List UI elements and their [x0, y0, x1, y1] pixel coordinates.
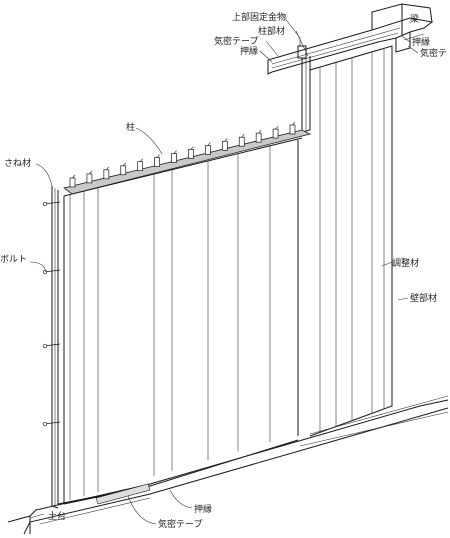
pillar-stud-cap	[258, 129, 262, 134]
pillar-stud-cap	[123, 162, 126, 166]
label-pillar-member: 柱部材	[258, 25, 285, 37]
label-batten-top-right: 押縁	[412, 36, 430, 48]
pillar-stud-cap	[241, 134, 245, 138]
pillar-stud	[171, 153, 177, 163]
label-wall-member: 壁部材	[410, 292, 437, 304]
label-airtight-top-right: 気密テ	[420, 47, 447, 59]
pillar-stud	[137, 161, 144, 172]
bolt-head	[42, 269, 48, 275]
bolt-head	[42, 343, 48, 349]
pillar-stud	[188, 149, 194, 159]
label-bolt: ボルト	[0, 254, 27, 265]
pillar-stud-cap	[275, 125, 279, 130]
pillar-stud-cap	[173, 150, 177, 154]
pillar-stud-cap	[139, 158, 143, 162]
label-tongue-member: さね材	[4, 157, 31, 169]
lower-wall-panel	[57, 140, 299, 505]
pillar-row	[63, 121, 312, 197]
pillar-stud-cap	[106, 166, 110, 171]
pillar-stud	[289, 124, 296, 135]
pillar-stud	[221, 140, 228, 151]
pillar-stud	[205, 145, 211, 155]
sill-foundation	[7, 395, 449, 535]
pillar-stud	[103, 169, 110, 180]
bolt-head	[42, 421, 48, 427]
label-beam: 梁	[410, 13, 419, 25]
pillar-stud	[120, 165, 127, 176]
pillar-stud-cap	[72, 174, 76, 179]
pillar-stud	[69, 177, 76, 188]
pillar-stud-cap	[207, 142, 211, 146]
pillar-stud	[238, 136, 245, 147]
pillar-stud-cap	[224, 138, 228, 142]
label-airtight-tape-top: 気密テープ	[214, 35, 258, 47]
annotations: 上部固定金物 柱部材 気密テープ 押縁 梁 押縁 気密テ 柱 さね材 ボルト 調…	[0, 11, 447, 530]
pillar-stud-cap	[292, 121, 296, 126]
pillar-stud	[255, 132, 262, 143]
pillar-stud-cap	[89, 170, 93, 175]
tongue-member	[42, 186, 61, 509]
label-batten-top-left: 押縁	[240, 45, 258, 57]
pillar-stud	[86, 173, 93, 184]
pillar-stud	[272, 128, 279, 139]
pillar-stud-cap	[190, 146, 194, 150]
top-hatch-band	[63, 129, 312, 195]
label-airtight-tape-bottom: 気密テープ	[158, 518, 202, 530]
label-pillar: 柱	[126, 121, 135, 133]
label-upper-fixing-hardware: 上部固定金物	[232, 11, 286, 23]
label-adjustment-member: 調整材	[392, 257, 419, 269]
label-batten-bottom: 押縁	[194, 503, 212, 515]
bolt-head	[42, 201, 48, 207]
pillar-stud-cap	[156, 154, 160, 158]
top-beam	[267, 3, 434, 75]
upper-wall-panel	[309, 45, 393, 437]
pillar-stud	[154, 157, 160, 167]
label-sill: 土台	[48, 510, 66, 522]
